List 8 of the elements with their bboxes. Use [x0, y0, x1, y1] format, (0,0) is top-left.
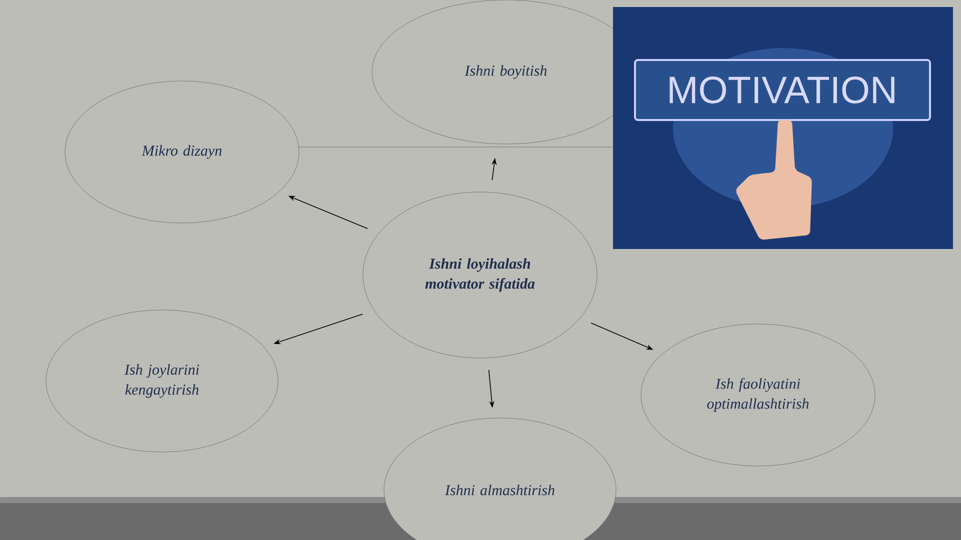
ellipse-node: Ishni loyihalash motivator sifatida [362, 192, 598, 358]
ellipse-node: Ishni almashtirish [384, 418, 616, 540]
node-label: Ishni almashtirish [444, 484, 554, 496]
photo-drawing: MOTIVATION [613, 7, 953, 249]
connector-line [298, 146, 614, 148]
ellipse-node: Ish faoliyatini optimallashtirish [640, 324, 876, 466]
ellipse-node: Ish joylarini kengaytirish [46, 310, 278, 452]
ellipse-node: Mikro dizayn [64, 80, 300, 224]
